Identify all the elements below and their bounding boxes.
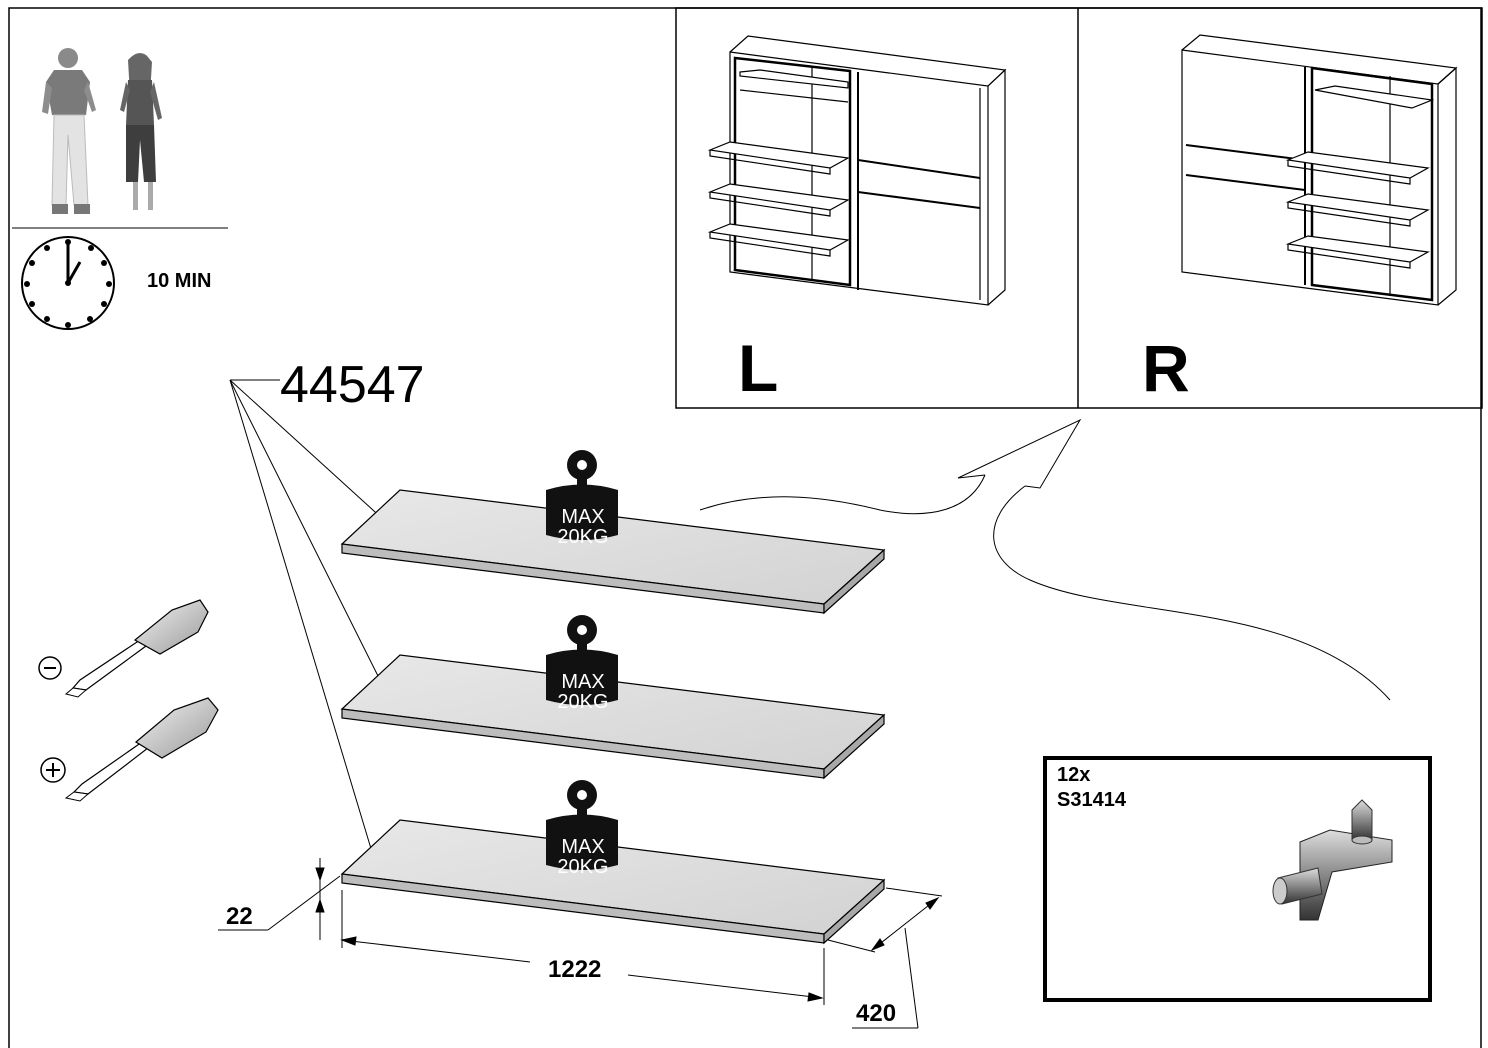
hardware-quantity: 12x (1057, 764, 1091, 786)
curved-arrow-icon (699, 418, 1391, 701)
two-persons-icon (42, 48, 162, 214)
part-leader-lines (229, 379, 386, 863)
wardrobe-left-variant-drawing (707, 35, 1007, 306)
shelf-board (340, 819, 886, 945)
variant-panel (675, 7, 1483, 409)
flat-screwdriver-icon (38, 599, 209, 698)
clock-icon (21, 236, 115, 330)
dimension-depth: 420 (856, 1000, 897, 1027)
phillips-screwdriver-icon (40, 697, 219, 802)
shelf-support-pin-icon (1272, 799, 1393, 921)
variant-label-left: L (738, 331, 779, 405)
hardware-code: S31414 (1057, 789, 1126, 811)
shelf-board (340, 489, 886, 615)
part-number: 44547 (280, 356, 425, 414)
hardware-box (1043, 756, 1432, 1002)
assembly-time: 10 MIN (147, 270, 212, 292)
wardrobe-right-variant-drawing (1181, 34, 1458, 306)
dimension-thickness: 22 (226, 903, 253, 930)
dimension-width: 1222 (548, 956, 602, 983)
dimension-lines (218, 858, 943, 1029)
shelf-board (340, 654, 886, 780)
variant-label-right: R (1142, 331, 1190, 405)
